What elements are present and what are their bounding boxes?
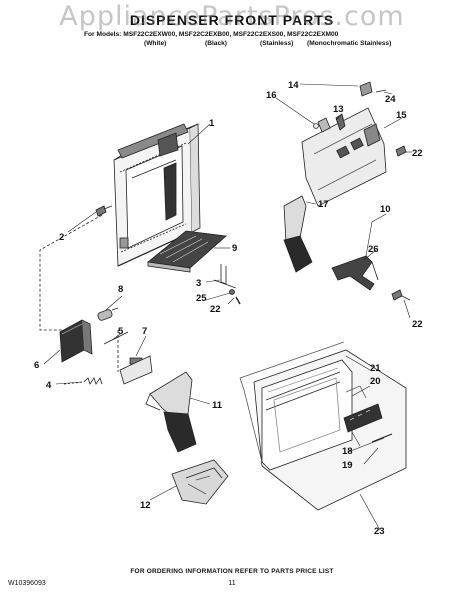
document-number: W10396093 — [8, 580, 46, 587]
callout-23: 23 — [374, 526, 385, 537]
callout-25: 25 — [196, 293, 207, 304]
screw-right-bottom — [391, 289, 411, 301]
color-white: (White) — [144, 39, 167, 47]
solenoid — [97, 307, 119, 321]
callout-5: 5 — [118, 326, 124, 337]
control-housing — [301, 107, 387, 207]
callout-4: 4 — [46, 380, 52, 391]
ordering-note: FOR ORDERING INFORMATION REFER TO PARTS … — [130, 568, 334, 575]
model-list: For Models: MSF22C2EXW00, MSF22C2EXB00, … — [84, 31, 391, 49]
water-paddle — [283, 195, 313, 273]
color-black: (Black) — [205, 39, 227, 47]
callout-20: 20 — [370, 376, 381, 387]
callout-leaders — [43, 83, 412, 531]
pin — [103, 331, 129, 345]
callout-17: 17 — [318, 199, 329, 210]
callout-10: 10 — [380, 204, 391, 215]
drip-tray — [147, 230, 227, 273]
callout-8: 8 — [118, 284, 123, 295]
callout-2: 2 — [59, 232, 64, 243]
callout-3: 3 — [196, 278, 201, 289]
callout-15: 15 — [396, 110, 407, 121]
callout-16: 16 — [266, 90, 277, 101]
housing-frame — [113, 123, 201, 267]
ice-chute — [171, 459, 229, 505]
callout-21: 21 — [370, 363, 381, 374]
ice-paddle — [145, 371, 197, 453]
color-stainless: (Stainless) — [260, 39, 294, 47]
callout-13: 13 — [333, 104, 344, 115]
control-board — [343, 385, 393, 453]
screw-left — [95, 205, 113, 217]
clip-assembly — [213, 264, 241, 305]
callout-9: 9 — [232, 243, 237, 254]
callout-numbers: 1 2 3 4 5 6 7 8 9 10 11 12 13 14 15 16 1… — [34, 80, 423, 537]
callout-22-bottom-right: 22 — [412, 319, 423, 330]
callout-19: 19 — [342, 460, 353, 471]
callout-1: 1 — [209, 118, 215, 129]
callout-26: 26 — [368, 244, 379, 255]
screw-right-top — [395, 145, 407, 157]
callout-22-top-right: 22 — [412, 148, 423, 159]
page-number: 11 — [228, 580, 236, 587]
callout-22-left: 22 — [210, 304, 221, 315]
motor-block — [59, 319, 93, 363]
color-monochromatic: (Monochromatic Stainless) — [307, 39, 392, 47]
page-title: DISPENSER FRONT PARTS — [129, 12, 335, 28]
callout-11: 11 — [212, 400, 223, 411]
front-panel — [239, 341, 407, 511]
water-lever — [331, 255, 379, 291]
callout-24: 24 — [385, 94, 396, 105]
model-line: For Models: MSF22C2EXW00, MSF22C2EXB00, … — [84, 31, 339, 38]
callout-18: 18 — [342, 446, 353, 457]
callout-7: 7 — [142, 326, 147, 337]
callout-6: 6 — [34, 360, 39, 371]
switch-bracket — [119, 355, 153, 385]
callout-12: 12 — [140, 500, 151, 511]
callout-14: 14 — [288, 80, 299, 91]
